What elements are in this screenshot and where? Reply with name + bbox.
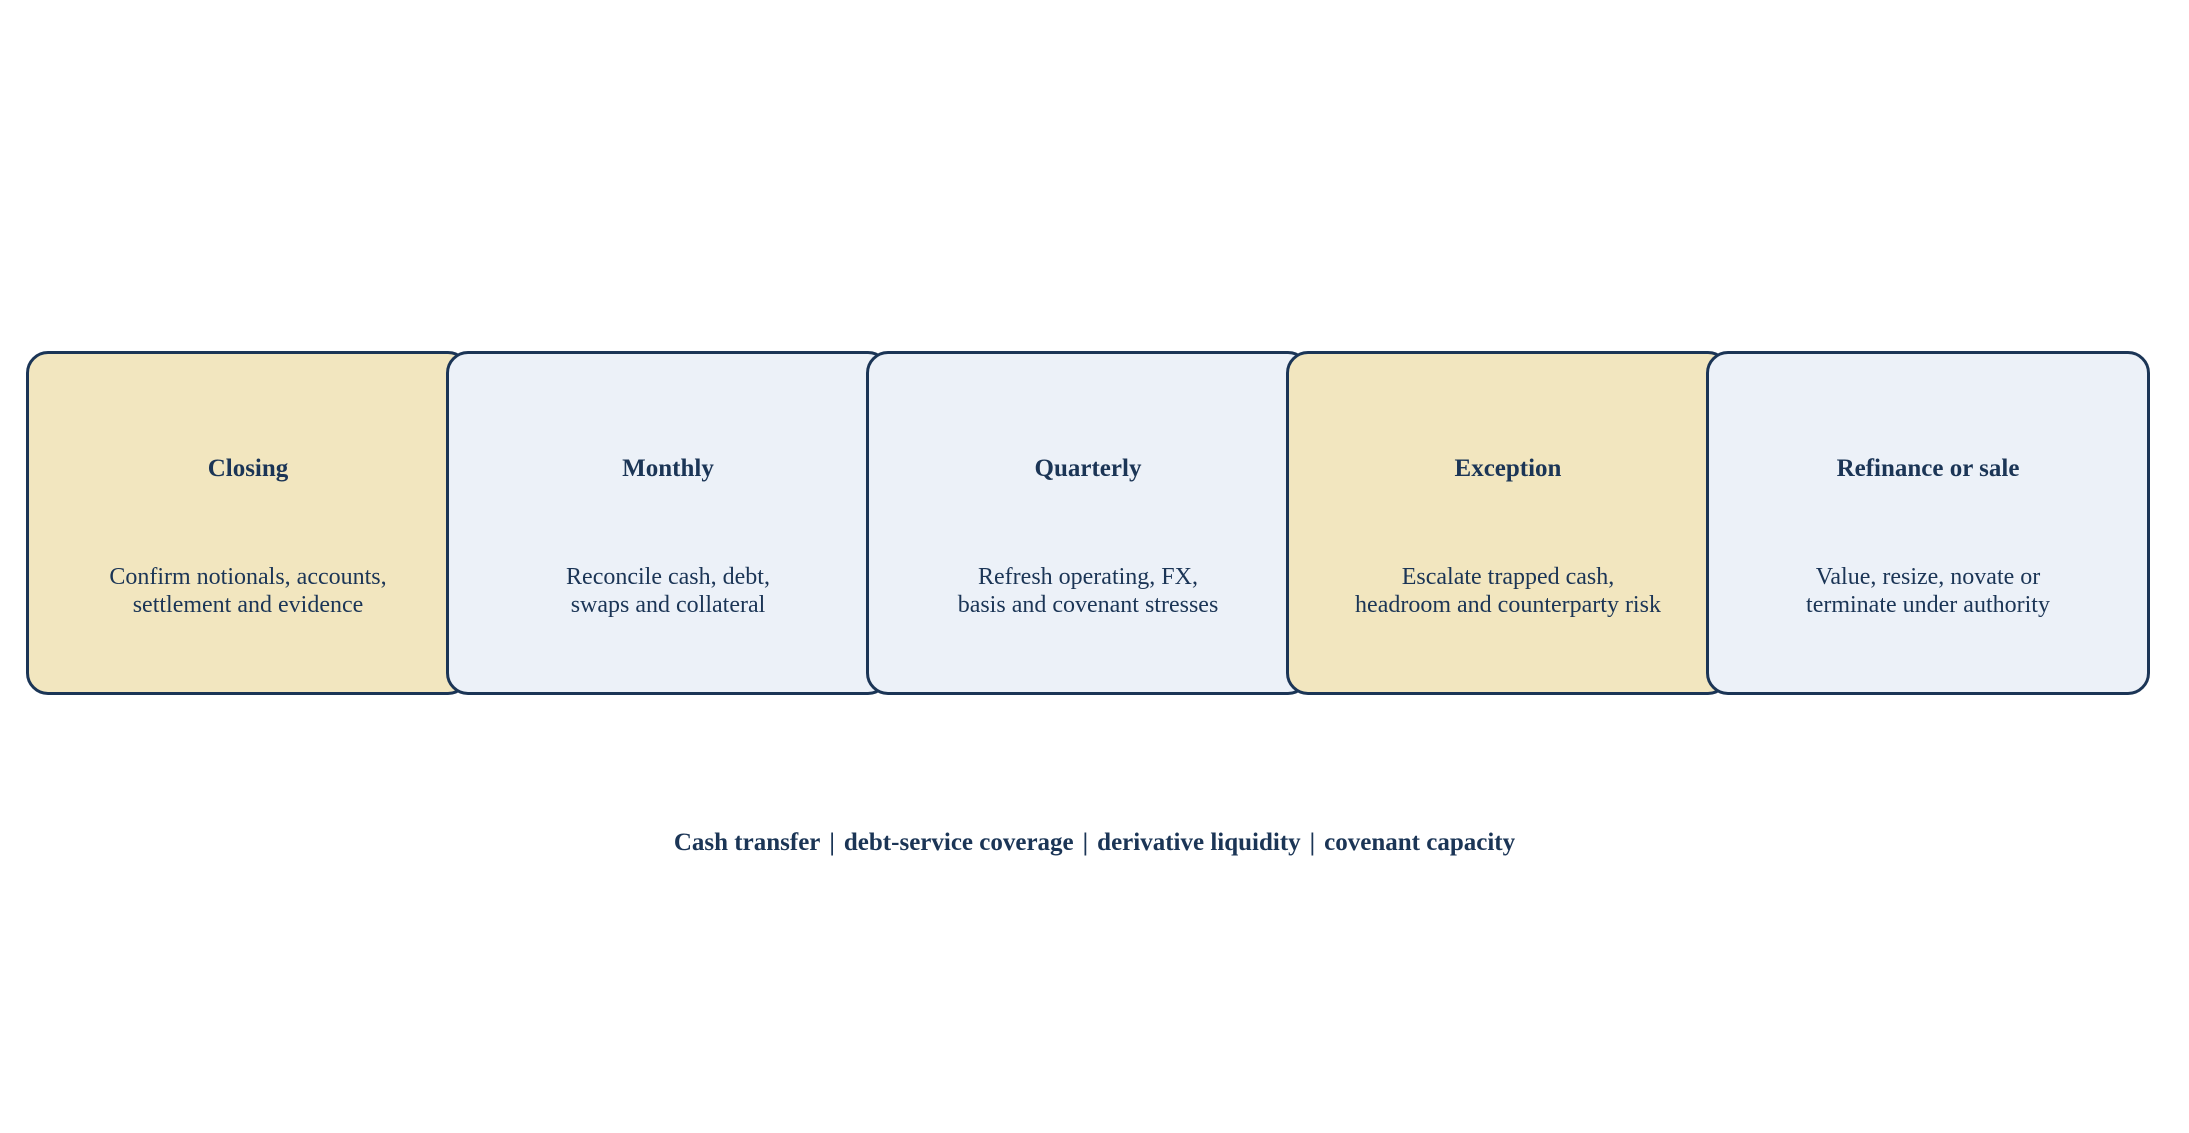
footer-separator: | xyxy=(829,829,835,856)
footer-item: debt-service coverage xyxy=(843,829,1074,856)
stage-card-refinance-or-sale: Refinance or sale Value, resize, novate … xyxy=(1706,351,2150,695)
stage-title: Closing xyxy=(207,455,289,482)
stage-description: Refresh operating, FX, basis and covenan… xyxy=(879,563,1297,619)
stage-description-line: terminate under authority xyxy=(1806,592,2050,618)
stage-description-line: Refresh operating, FX, xyxy=(978,564,1198,590)
stage-description-line: Confirm notionals, accounts, xyxy=(109,564,387,590)
stage-description: Value, resize, novate or terminate under… xyxy=(1719,563,2137,619)
stage-title: Refinance or sale xyxy=(1836,455,2020,482)
stage-card-monthly: Monthly Reconcile cash, debt, swaps and … xyxy=(446,351,890,695)
stage-card-exception: Exception Escalate trapped cash, headroo… xyxy=(1286,351,1730,695)
stage-description-line: Value, resize, novate or xyxy=(1815,564,2041,590)
footer-separator: | xyxy=(1082,829,1089,856)
stage-description: Escalate trapped cash, headroom and coun… xyxy=(1299,563,1717,619)
stage-title: Monthly xyxy=(622,455,714,482)
stage-description-line: headroom and counterparty risk xyxy=(1355,592,1661,618)
stage-description: Confirm notionals, accounts, settlement … xyxy=(39,563,457,619)
footer-separator: | xyxy=(1309,829,1316,856)
stage-description-line: Escalate trapped cash, xyxy=(1401,564,1615,590)
metrics-footer: Cash transfer | debt-service coverage | deri… xyxy=(0,828,2189,858)
footer-item: derivative liquidity xyxy=(1097,829,1301,856)
footer-item: Cash transfer xyxy=(673,829,821,856)
stage-description-line: Reconcile cash, debt, xyxy=(566,564,770,590)
stage-description-line: settlement and evidence xyxy=(132,592,364,618)
stage-card-quarterly: Quarterly Refresh operating, FX, basis a… xyxy=(866,351,1310,695)
stage-title: Exception xyxy=(1454,455,1562,482)
stage-card-closing: Closing Confirm notionals, accounts, set… xyxy=(26,351,470,695)
footer-item: covenant capacity xyxy=(1324,829,1516,856)
stage-description-line: swaps and collateral xyxy=(570,592,766,618)
stage-description-line: basis and covenant stresses xyxy=(957,592,1219,618)
stage-title: Quarterly xyxy=(1034,455,1142,482)
stage-description: Reconcile cash, debt, swaps and collater… xyxy=(459,563,877,619)
